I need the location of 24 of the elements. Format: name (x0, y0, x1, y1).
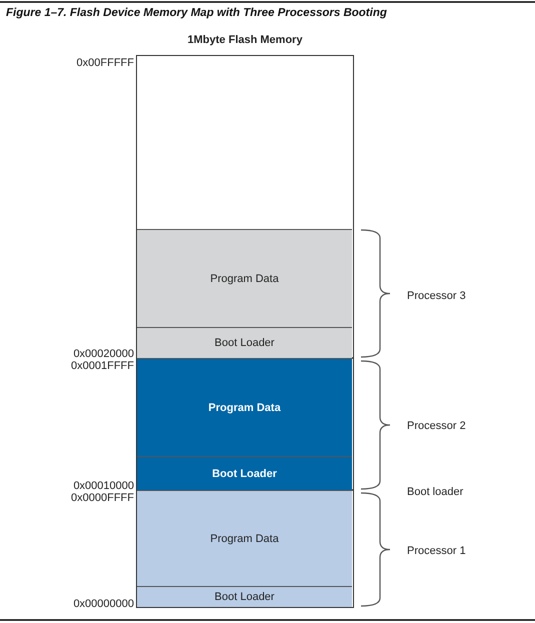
processor-label: Processor 2 (407, 420, 466, 432)
section-label: Program Data (210, 272, 279, 284)
section-label: Program Data (210, 532, 279, 544)
memory-heading: 1Mbyte Flash Memory (186, 34, 304, 46)
address-label: 0x0001FFFF (71, 360, 134, 372)
processor-label: Boot loader (407, 486, 464, 498)
processor-label: Processor 1 (407, 545, 466, 557)
memory-section (137, 490, 352, 586)
section-label: Boot Loader (214, 591, 274, 603)
memory-section (137, 327, 352, 358)
address-label: 0x00010000 (73, 480, 134, 492)
section-label: Program Data (208, 402, 281, 414)
address-label: 0x00020000 (73, 348, 134, 360)
memory-section (137, 456, 352, 490)
memory-section (137, 586, 352, 607)
section-label: Boot Loader (212, 468, 277, 480)
processor-label: Processor 3 (407, 290, 466, 302)
address-label: 0x00000000 (73, 598, 134, 610)
address-label: 0x00FFFFF (76, 57, 134, 69)
address-label: 0x0000FFFF (71, 492, 134, 504)
figure-title: Figure 1–7. Flash Device Memory Map with Three Processors Booting (6, 7, 387, 19)
memory-section (137, 358, 352, 456)
section-label: Boot Loader (214, 337, 274, 349)
memory-section (137, 229, 352, 327)
